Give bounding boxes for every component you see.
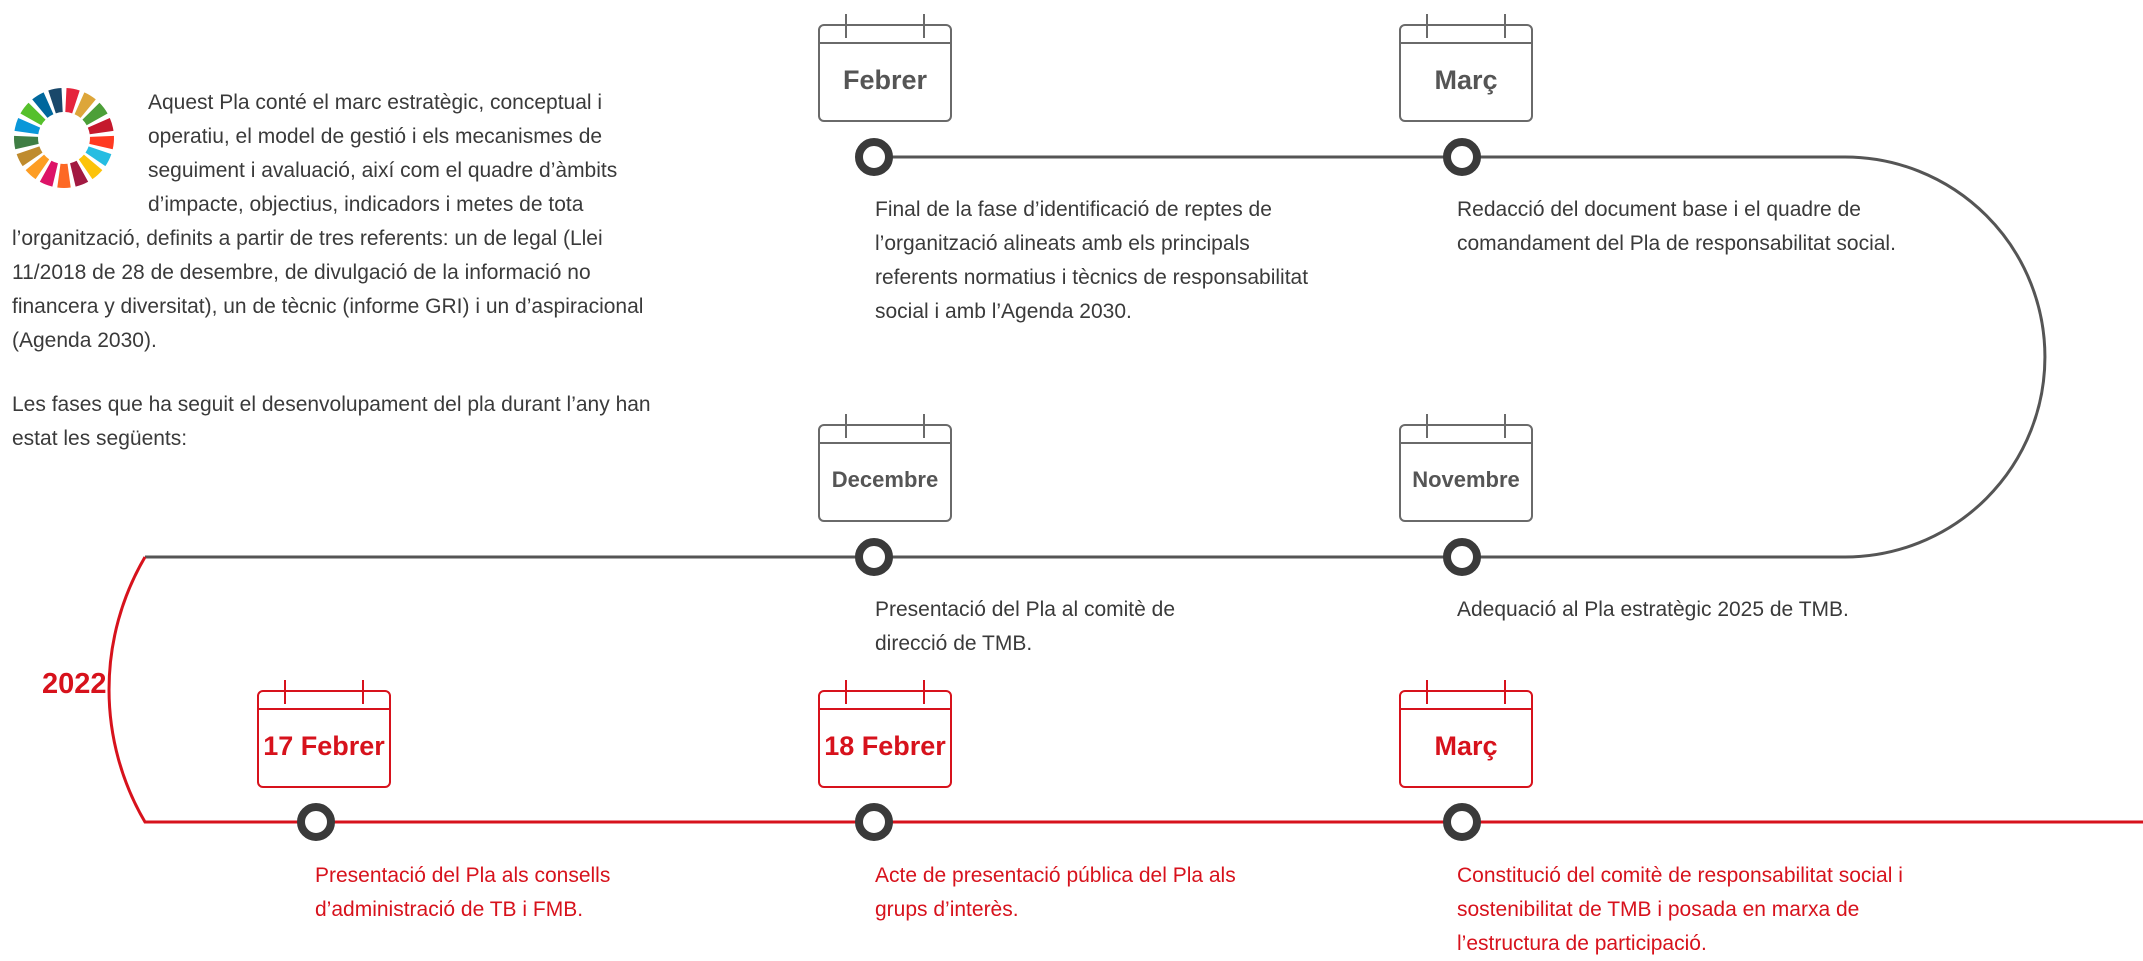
calendar-icon: Febrer [818,14,952,122]
timeline-node [855,138,893,176]
sdg-wheel-segment [87,117,114,135]
timeline-node [1443,803,1481,841]
sdg-wheel-segment [16,146,43,167]
sdg-wheel-segment [14,117,41,135]
timeline-nodes [297,138,1481,841]
intro-paragraph: Aquest Pla conté el marc estratègic, con… [12,86,652,358]
milestone-date: 18 Febrer [824,731,946,761]
milestone-description: Redacció del document base i el quadre d… [1457,198,1896,255]
sdg-wheel-icon [13,88,114,188]
sdg-wheel-segment [85,146,112,167]
milestone-date: Febrer [842,65,928,95]
intro-paragraph-phases: Les fases que ha seguit el desenvolupame… [12,393,651,450]
sdg-wheel-segment [13,135,39,150]
milestone-date: Març [1434,731,1498,761]
sdg-wheel-segment [74,92,96,118]
calendar-icon: Març [1399,14,1533,122]
sdg-wheel-segment [20,102,46,126]
sdg-wheel-segment [82,102,108,126]
timeline-node [855,803,893,841]
year-label: 2022 [42,668,107,700]
calendar-icon: 18 Febrer [818,680,952,788]
track-line-top [145,155,2047,559]
milestone-date: Novembre [1412,467,1520,492]
milestone-description: Constitució del comitè de responsabilita… [1457,864,1903,955]
milestone-date: 17 Febrer [263,731,385,761]
milestone-description: Presentació del Pla als consells d’admin… [315,864,611,921]
track-line-bottom [107,556,2143,824]
sdg-wheel-segment [25,154,50,180]
calendar-icon: Decembre [818,414,952,522]
timeline-node [297,803,335,841]
sdg-wheel-segment [48,88,63,114]
calendar-icon: 17 Febrer [257,680,391,788]
milestone-date: Març [1434,65,1498,95]
sdg-wheel-segment [32,92,54,118]
sdg-wheel-segment [70,160,89,187]
sdg-wheel-segment [39,160,58,187]
sdg-wheel-segment [57,163,71,188]
milestone-description: Presentació del Pla al comitè de direcci… [875,598,1175,655]
calendar-icon: Novembre [1399,414,1533,522]
sdg-wheel-segment [65,88,80,114]
milestone-description: Acte de presentació pública del Pla als … [875,864,1236,921]
calendar-icon: Març [1399,680,1533,788]
milestone-description: Final de la fase d’identificació de rept… [875,198,1309,323]
milestone-description: Adequació al Pla estratègic 2025 de TMB. [1457,598,1849,621]
sdg-wheel-segment [89,135,114,150]
intro-paragraph-text: Aquest Pla conté el marc estratègic, con… [12,91,644,352]
sdg-wheel-segment [78,154,103,180]
timeline-node [1443,138,1481,176]
timeline-node [1443,538,1481,576]
milestone-date: Decembre [831,467,939,492]
timeline-node [855,538,893,576]
